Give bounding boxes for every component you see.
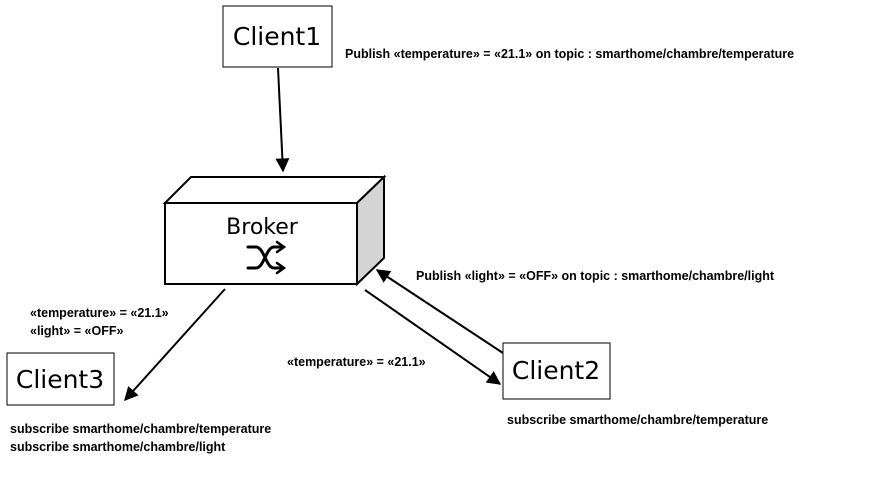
publish-light-caption: Publish «light» = «OFF» on topic : smart… xyxy=(416,269,775,283)
client3-temperature-value: «temperature» = «21.1» xyxy=(30,306,169,320)
client2-temperature-value: «temperature» = «21.1» xyxy=(287,355,426,369)
client3-subscribe-temperature: subscribe smarthome/chambre/temperature xyxy=(10,422,271,436)
arrow-broker-to-client2 xyxy=(364,289,502,385)
publish-temperature-caption: Publish «temperature» = «21.1» on topic … xyxy=(345,47,794,61)
broker-box-top xyxy=(162,176,387,204)
broker-node: Broker xyxy=(162,174,387,287)
client1-label: Client1 xyxy=(233,22,321,51)
shuffle-icon xyxy=(246,240,287,275)
arrow-client2-to-broker xyxy=(375,269,504,354)
client3-subscribe-light: subscribe smarthome/chambre/light xyxy=(10,440,226,454)
client1-node: Client1 xyxy=(222,5,333,68)
client3-label: Client3 xyxy=(16,365,104,394)
client3-node: Client3 xyxy=(6,352,115,406)
client2-node: Client2 xyxy=(502,342,611,400)
broker-box-front xyxy=(164,202,358,285)
client2-subscribe-temperature: subscribe smarthome/chambre/temperature xyxy=(507,413,768,427)
client3-light-value: «light» = «OFF» xyxy=(30,324,123,338)
client2-label: Client2 xyxy=(512,356,600,385)
arrow-client1-to-broker xyxy=(275,67,290,173)
broker-label: Broker xyxy=(226,215,299,240)
arrow-broker-to-client3 xyxy=(124,288,226,402)
